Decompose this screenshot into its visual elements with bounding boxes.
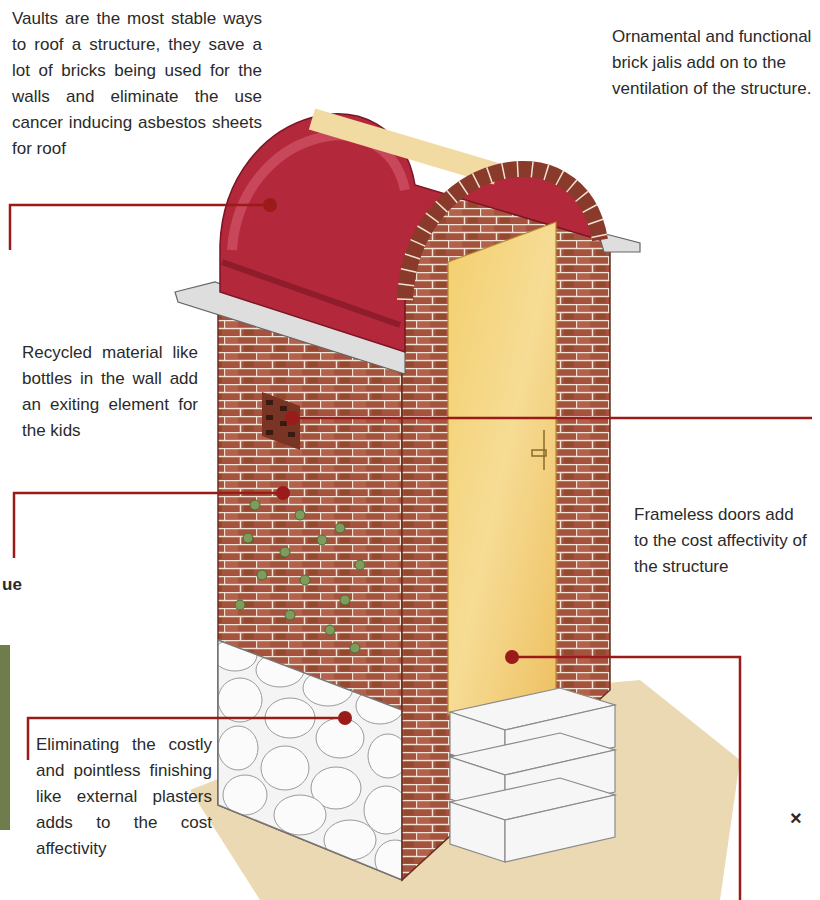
recycled-bottles	[235, 500, 365, 653]
steps	[450, 688, 615, 862]
close-mark: ×	[790, 806, 814, 830]
leader-lines	[10, 205, 812, 900]
callout-note: Vaults are the most stable ways to roof …	[12, 6, 262, 162]
cut-text: ue	[2, 572, 42, 598]
frameless-door	[448, 222, 556, 715]
door-latch	[532, 430, 546, 470]
stone-base	[210, 630, 415, 890]
callout-note: Recycled material like bottles in the wa…	[22, 340, 198, 444]
callout-note: Frameless doors add to the cost affectiv…	[634, 502, 812, 580]
leader-dots	[263, 198, 519, 725]
callout-note: Ornamental and functional brick jalis ad…	[612, 24, 812, 102]
brick-jali	[262, 392, 300, 450]
vault-stripe	[312, 119, 497, 174]
callout-note: Eliminating the costly and pointless fin…	[36, 732, 212, 862]
photo-fragment	[0, 645, 10, 830]
